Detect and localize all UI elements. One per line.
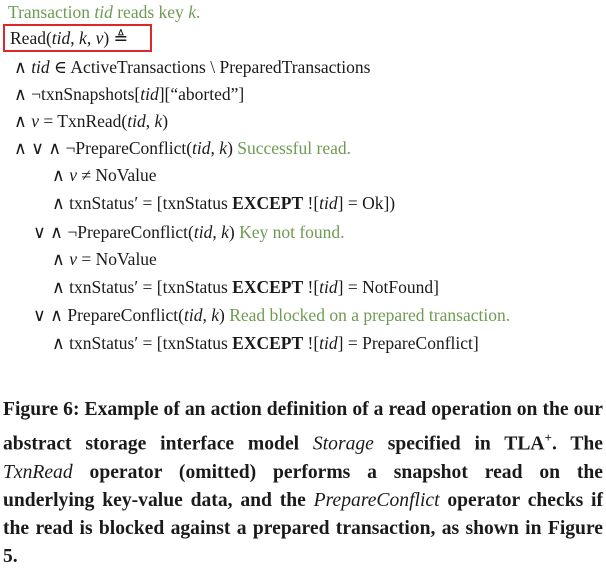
spec-token: ] = NotFound] xyxy=(337,277,439,297)
param-tid: tid xyxy=(51,28,71,48)
spec-token: ≠ NoValue xyxy=(76,165,157,185)
spec-token: ) xyxy=(219,305,230,325)
spec-variable: tid xyxy=(31,57,50,77)
spec-token: ∧ ¬txnSnapshots[ xyxy=(14,84,141,104)
caption-op-txnread: TxnRead xyxy=(3,461,73,483)
spec-variable: k xyxy=(221,222,229,242)
paren-open: ( xyxy=(45,28,52,48)
spec-token: ∧ xyxy=(14,111,32,131)
spec-variable: tid xyxy=(192,138,211,158)
spec-variable: v xyxy=(69,165,77,185)
spec-keyword: EXCEPT xyxy=(232,277,304,297)
param-k: k xyxy=(79,28,87,48)
definition-header: Read(tid, k, v) ≜ xyxy=(10,27,128,49)
spec-token: ) xyxy=(228,222,240,242)
spec-line-l9: ∧ txnStatus′ = [txnStatus EXCEPT ![tid] … xyxy=(52,276,439,298)
spec-line-l2: ∧ ¬txnSnapshots[tid][“aborted”] xyxy=(14,83,244,105)
spec-line-l6: ∧ txnStatus′ = [txnStatus EXCEPT ![tid] … xyxy=(52,192,395,214)
caption-text: . The xyxy=(551,433,603,455)
spec-variable: k xyxy=(211,305,220,325)
figure-label: Figure 6: xyxy=(3,399,80,420)
spec-token: ∧ xyxy=(52,249,70,269)
spec-line-l7: ∨ ∧ ¬PrepareConflict(tid, k) Key not fou… xyxy=(33,221,345,243)
comment-text: Transaction xyxy=(8,2,95,22)
param-sep: , xyxy=(86,28,96,48)
spec-token: ] = PrepareConflict] xyxy=(337,333,479,353)
spec-variable: tid xyxy=(319,193,338,213)
spec-variable: tid xyxy=(319,277,338,297)
spec-variable: k xyxy=(154,111,163,131)
spec-line-l8: ∧ v = NoValue xyxy=(52,248,157,270)
comment-var-k: k xyxy=(188,2,196,22)
spec-token: ][“aborted”] xyxy=(158,84,245,104)
spec-token: = NoValue xyxy=(76,249,157,269)
spec-variable: tid xyxy=(127,111,146,131)
spec-token: ) xyxy=(162,111,169,131)
comment-top: Transaction tid reads key k. xyxy=(8,1,200,23)
param-v: v xyxy=(95,28,104,48)
caption-model-name: Storage xyxy=(312,433,374,455)
spec-token: ) xyxy=(227,138,238,158)
spec-token: = TxnRead( xyxy=(38,111,128,131)
spec-token: ![ xyxy=(303,277,320,297)
definition-name: Read xyxy=(10,28,46,48)
spec-variable: v xyxy=(31,111,39,131)
spec-token: ∨ ∧ ¬PrepareConflict( xyxy=(33,222,194,242)
caption-superscript: + xyxy=(544,430,552,445)
comment-text: reads key xyxy=(112,2,189,22)
spec-line-l10: ∨ ∧ PrepareConflict(tid, k) Read blocked… xyxy=(33,304,510,326)
spec-token: ∧ txnStatus′ = [txnStatus xyxy=(52,333,233,353)
spec-token: , xyxy=(212,222,222,242)
spec-token: ∧ xyxy=(14,57,32,77)
comment-var-tid: tid xyxy=(94,2,113,22)
spec-variable: tid xyxy=(319,333,338,353)
spec-variable: v xyxy=(69,249,77,269)
spec-line-l1: ∧ tid ∈ ActiveTransactions \ PreparedTra… xyxy=(14,56,370,78)
spec-comment: Key not found. xyxy=(239,222,345,242)
caption-text: operator (omitted) performs a snapshot r… xyxy=(3,461,603,511)
spec-keyword: EXCEPT xyxy=(232,333,304,353)
spec-comment: Read blocked on a prepared transaction. xyxy=(229,305,511,325)
comment-text: . xyxy=(195,2,201,22)
spec-variable: tid xyxy=(193,222,213,242)
spec-token: , xyxy=(210,138,220,158)
spec-token: ![ xyxy=(303,333,320,353)
figure-caption: Figure 6: Example of an action definitio… xyxy=(3,396,603,571)
spec-line-l4: ∧ ∨ ∧ ¬PrepareConflict(tid, k) Successfu… xyxy=(14,137,351,159)
highlight-box xyxy=(3,24,152,52)
caption-op-prepareconflict: PrepareConflict xyxy=(313,489,440,511)
definition-symbol: ) ≜ xyxy=(103,28,129,48)
spec-token: ∈ ActiveTransactions \ PreparedTransacti… xyxy=(49,57,371,77)
spec-line-l5: ∧ v ≠ NoValue xyxy=(52,164,157,186)
spec-token: ∨ ∧ PrepareConflict( xyxy=(33,305,184,325)
spec-token: , xyxy=(202,305,212,325)
spec-token: ∧ ∨ ∧ ¬PrepareConflict( xyxy=(14,138,193,158)
caption-text: operator checks if the read is blocked a… xyxy=(3,489,603,567)
spec-comment: Successful read. xyxy=(237,138,351,158)
spec-token: ∧ txnStatus′ = [txnStatus xyxy=(52,193,233,213)
spec-variable: k xyxy=(219,138,228,158)
param-sep: , xyxy=(70,28,80,48)
spec-token: ∧ txnStatus′ = [txnStatus xyxy=(52,277,233,297)
spec-line-l11: ∧ txnStatus′ = [txnStatus EXCEPT ![tid] … xyxy=(52,332,479,354)
spec-token: ![ xyxy=(303,193,320,213)
spec-variable: tid xyxy=(140,84,159,104)
spec-line-l3: ∧ v = TxnRead(tid, k) xyxy=(14,110,168,132)
spec-token: ] = Ok]) xyxy=(337,193,396,213)
spec-token: , xyxy=(145,111,155,131)
caption-text: specified in TLA xyxy=(373,433,545,455)
caption-text: Example of an action definition of a rea… xyxy=(3,399,603,455)
spec-variable: tid xyxy=(184,305,203,325)
spec-token: ∧ xyxy=(52,165,70,185)
spec-keyword: EXCEPT xyxy=(232,193,304,213)
